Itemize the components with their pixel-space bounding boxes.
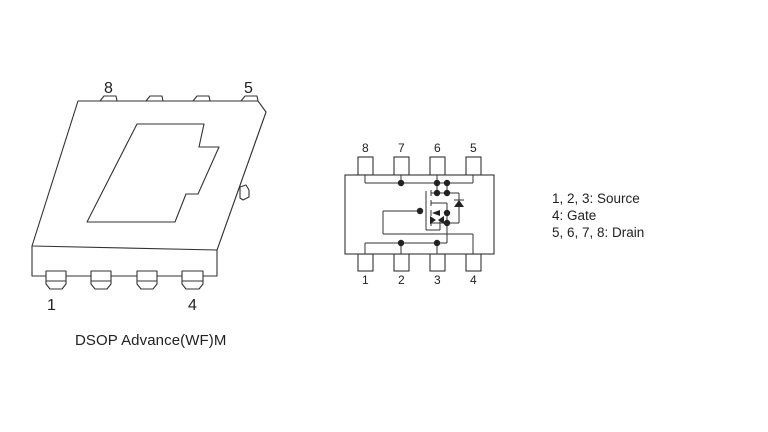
package-pin-4-label: 4 (188, 297, 197, 314)
schematic-bottom-pins (357, 253, 482, 272)
package-pin-5-label: 5 (244, 80, 253, 97)
package-bottom-pins (45, 270, 204, 290)
legend-source: 1, 2, 3: Source (552, 191, 640, 206)
package-caption: DSOP Advance(WF)M (75, 332, 227, 349)
package-pin-8-label: 8 (104, 80, 113, 97)
schematic-pin-2-label: 2 (398, 273, 405, 287)
package-pin-1-label: 1 (47, 297, 56, 314)
package-side-pin (239, 184, 250, 201)
schematic-pin-7-label: 7 (398, 141, 405, 155)
pin-function-legend: 1, 2, 3: Source 4: Gate 5, 6, 7, 8: Drai… (552, 190, 644, 241)
schematic-pin-5-label: 5 (470, 141, 477, 155)
schematic-pin-8-label: 8 (362, 141, 369, 155)
legend-drain: 5, 6, 7, 8: Drain (552, 225, 645, 240)
schematic-pin-6-label: 6 (434, 141, 441, 155)
schematic-pin-3-label: 3 (434, 273, 441, 287)
schematic-pin-4-label: 4 (470, 273, 477, 287)
schematic-body (344, 174, 495, 255)
schematic-top-pins (357, 156, 482, 176)
legend-gate: 4: Gate (552, 208, 597, 223)
schematic-pin-1-label: 1 (362, 273, 369, 287)
package-exposed-pad (86, 123, 220, 223)
